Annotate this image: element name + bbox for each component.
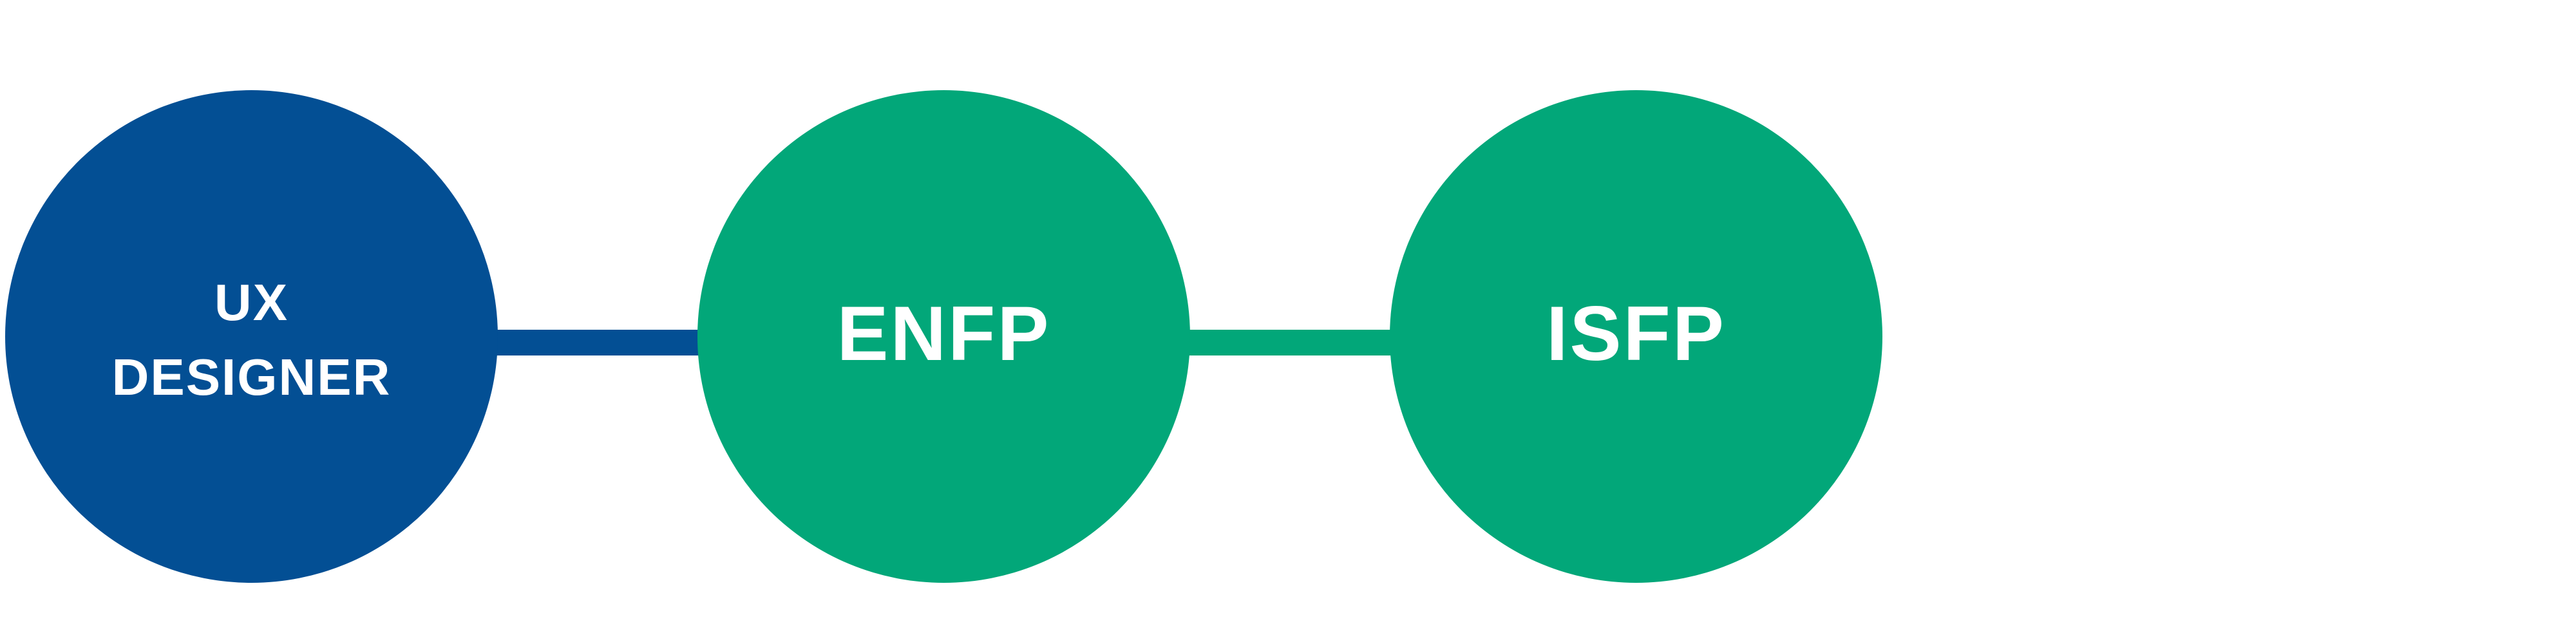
node-label: ENFP — [837, 290, 1051, 377]
node-enfp: ENFP — [697, 90, 1190, 583]
node-isfp: ISFP — [1390, 90, 1882, 583]
connector-line — [489, 330, 708, 355]
node-label-line-1: UX — [214, 273, 289, 331]
node-label: ISFP — [1546, 290, 1726, 377]
node-label-line-2: DESIGNER — [111, 348, 392, 406]
node-ux-designer: UX DESIGNER — [5, 90, 498, 583]
connector-line — [1182, 330, 1401, 355]
